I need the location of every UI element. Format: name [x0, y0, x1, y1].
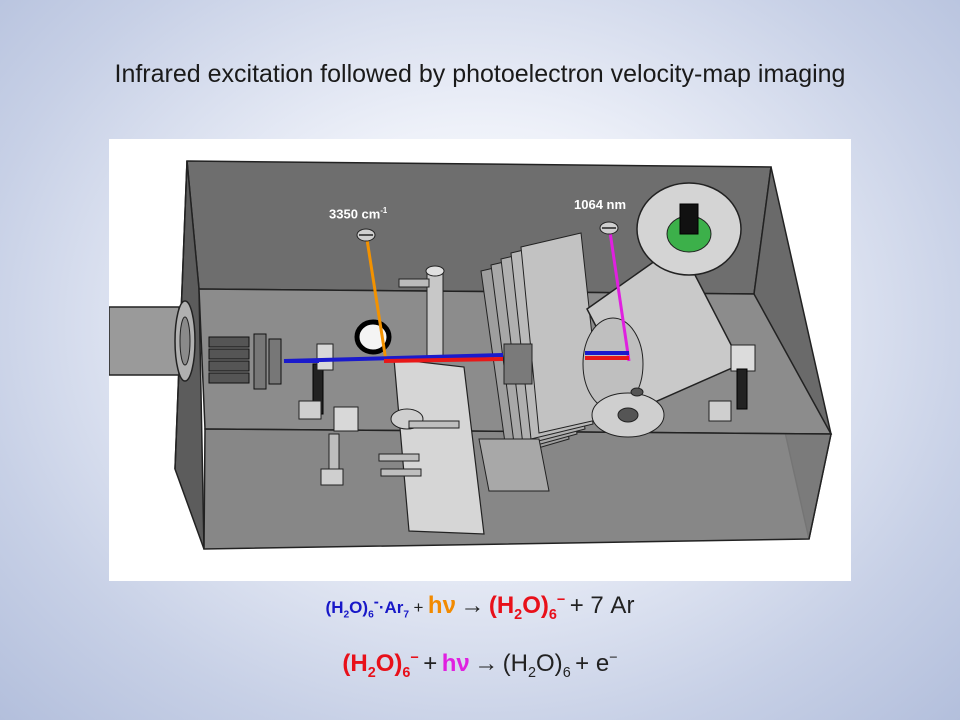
left-base	[298, 400, 322, 420]
eq2-product: (H2O)6	[502, 650, 571, 681]
ir-laser-label: 3350 cm-1	[329, 206, 388, 222]
uv-laser-label: 1064 nm	[574, 197, 627, 212]
left-post-cap	[316, 343, 334, 371]
equation-photodetachment: (H2O)6− + hν → (H2O)6 + e−	[0, 650, 960, 681]
eq1-plus: +	[413, 598, 424, 617]
ion-source-electrodes	[208, 333, 282, 390]
vertical-rod-top	[425, 265, 445, 277]
right-post	[736, 368, 748, 410]
source-pipe	[109, 306, 180, 376]
eq1-product: (H2O)6−	[488, 592, 566, 623]
rod-arm	[398, 278, 430, 288]
right-post-cap	[730, 344, 756, 372]
eq1-argon: + 7 Ar	[569, 592, 635, 619]
bottom-arm	[408, 420, 460, 429]
eq2-arrow: →	[474, 650, 499, 677]
ir-laser-beam	[364, 232, 388, 362]
uv-laser-beam	[607, 224, 631, 362]
eq2-electron: + e−	[575, 650, 618, 677]
eq2-photon: hν	[441, 650, 470, 677]
right-post-base	[708, 400, 732, 422]
apparatus-drawing	[109, 160, 833, 550]
ion-beam-blue	[283, 353, 504, 363]
source-flange-inner	[179, 316, 191, 366]
eq1-photon: hν	[427, 592, 456, 619]
lower-arm	[378, 453, 420, 462]
eq2-reactant: (H2O)6−	[342, 650, 419, 681]
ion-optics-stack	[478, 232, 602, 492]
front-post	[328, 433, 340, 475]
lower-arm-2	[380, 468, 422, 477]
detector-cylinder	[582, 182, 743, 438]
eq1-arrow: →	[460, 592, 485, 619]
front-post-base	[320, 468, 344, 486]
front-post-cap	[333, 406, 359, 432]
eq1-reactant: (H2O)6-·Ar7	[325, 593, 410, 621]
equation-ir-predissociation: (H2O)6-·Ar7 + hν → (H2O)6− + 7 Ar	[0, 592, 960, 623]
eq2-plus: +	[423, 650, 438, 677]
apparatus-diagram: 3350 cm-1 1064 nm	[109, 139, 851, 581]
ion-beam-red	[383, 357, 504, 363]
slide-title: Infrared excitation followed by photoele…	[114, 60, 846, 88]
